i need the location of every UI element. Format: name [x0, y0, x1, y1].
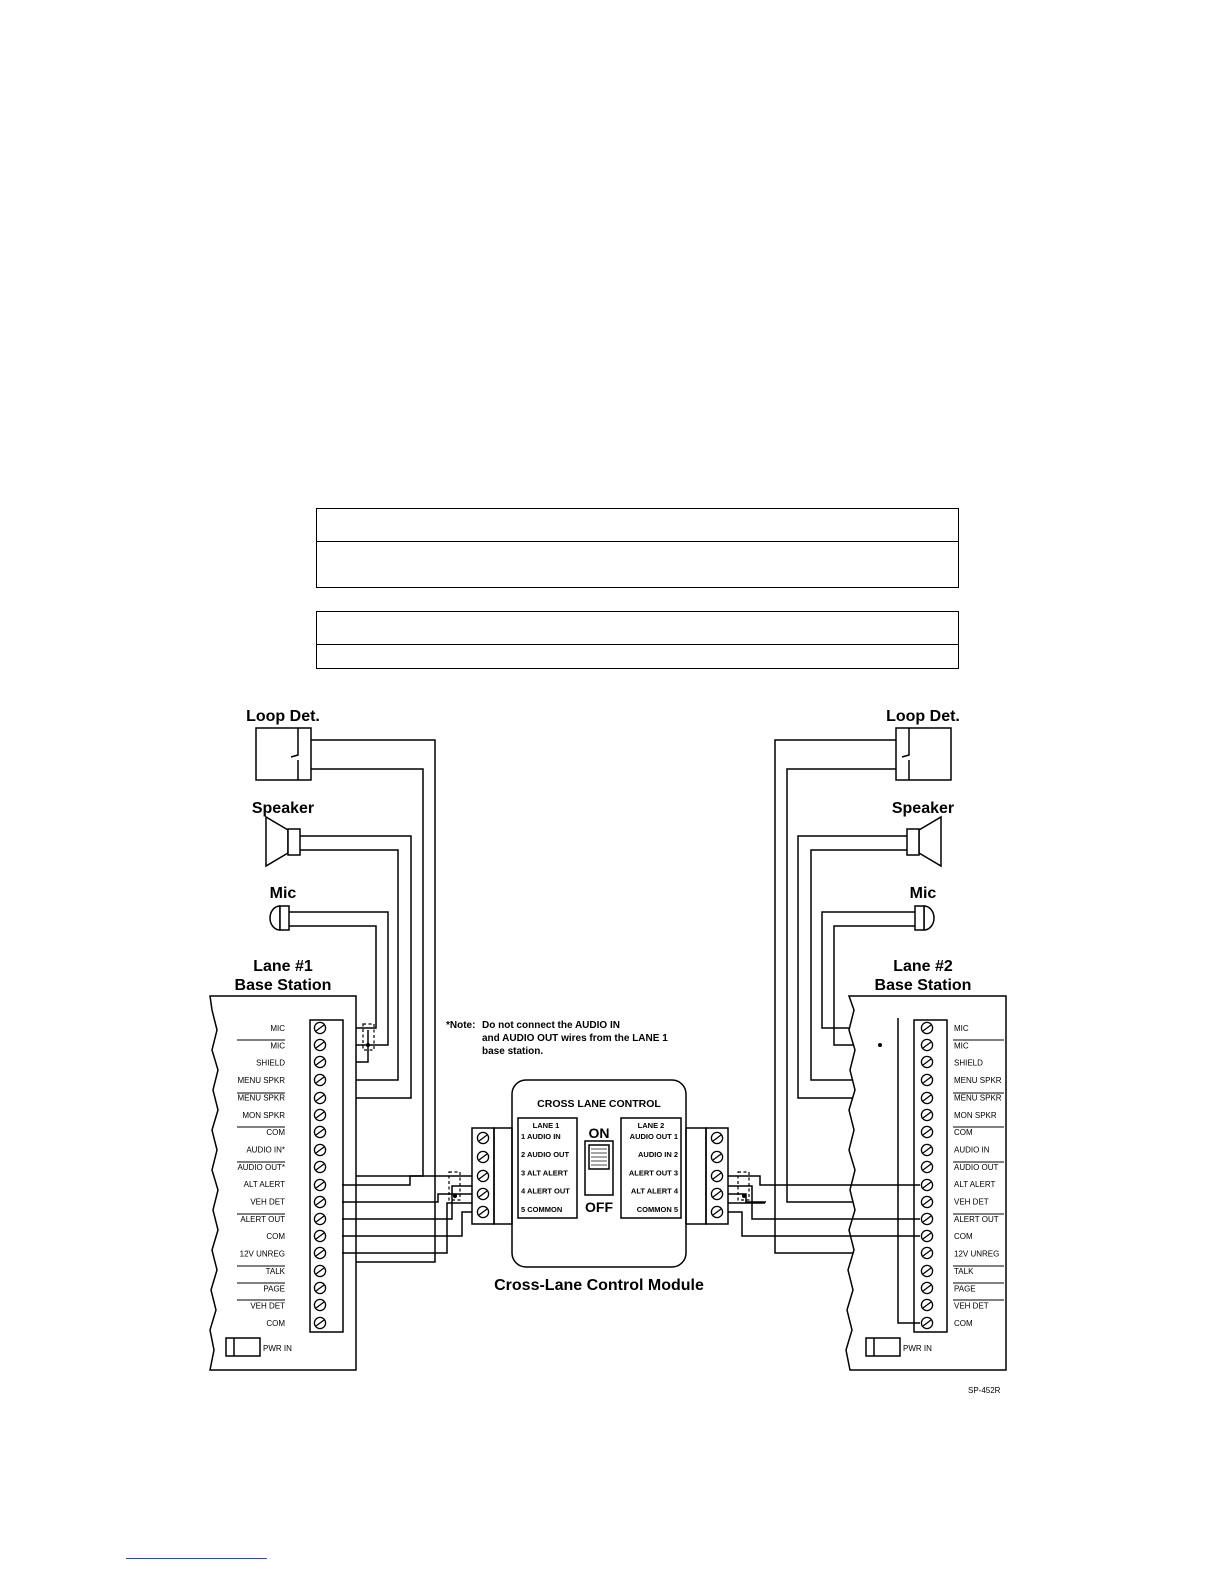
right-terminal-label-3: SHIELD	[954, 1059, 983, 1068]
left-terminal-label-17: VEH DET	[250, 1302, 285, 1311]
right-terminal-label-11: VEH DET	[954, 1198, 989, 1207]
switch-off-label: OFF	[585, 1199, 613, 1215]
speaker-right	[918, 815, 942, 868]
left-terminal-label-9: AUDIO OUT*	[237, 1163, 285, 1172]
right-terminal-label-13: COM	[954, 1232, 973, 1241]
speaker-label-right: Speaker	[892, 800, 954, 817]
header-box-1	[316, 508, 959, 588]
right-terminal-label-14: 12V UNREG	[954, 1250, 999, 1259]
loop-det-label-right: Loop Det.	[886, 708, 960, 725]
right-terminal-label-6: MON SPKR	[954, 1111, 997, 1120]
left-terminal-label-3: SHIELD	[256, 1059, 285, 1068]
mic-right	[923, 905, 935, 931]
loop-detector-left	[255, 727, 312, 781]
left-terminal-label-6: MON SPKR	[242, 1111, 285, 1120]
note-line-1: Do not connect the AUDIO IN	[482, 1020, 620, 1031]
speaker-left	[265, 815, 289, 868]
lane1-item-1: 1 AUDIO IN	[521, 1132, 561, 1141]
left-terminal-label-8: AUDIO IN*	[246, 1145, 285, 1154]
right-terminal-label-18: COM	[954, 1319, 973, 1328]
lane2-item-1: AUDIO OUT 1	[630, 1132, 678, 1141]
right-terminal-label-7: COM	[954, 1128, 973, 1137]
left-terminal-label-11: VEH DET	[250, 1198, 285, 1207]
note-line-2: and AUDIO OUT wires from the LANE 1	[482, 1033, 668, 1044]
left-terminal-label-13: COM	[266, 1232, 285, 1241]
lane1-item-5: 5 COMMON	[521, 1205, 562, 1214]
lane2-title: LANE 2	[638, 1121, 665, 1130]
right-terminal-label-15: TALK	[954, 1267, 974, 1276]
left-terminal-label-7: COM	[266, 1128, 285, 1137]
right-terminal-label-17: VEH DET	[954, 1302, 989, 1311]
loop-det-label-left: Loop Det.	[246, 708, 320, 725]
right-terminal-label-9: AUDIO OUT	[954, 1163, 999, 1172]
footer-link-rule	[126, 1558, 267, 1559]
station-title-left-2: Base Station	[235, 977, 332, 994]
left-terminal-label-1: MIC	[270, 1024, 285, 1033]
module-header: CROSS LANE CONTROL	[537, 1098, 661, 1110]
mic-label-left: Mic	[270, 885, 297, 902]
lane1-item-2: 2 AUDIO OUT	[521, 1150, 569, 1159]
left-terminal-label-15: TALK	[266, 1267, 286, 1276]
header-box-2	[316, 611, 959, 669]
loop-detector-right	[895, 727, 952, 781]
right-terminal-label-8: AUDIO IN	[954, 1145, 990, 1154]
right-terminal-label-2: MIC	[954, 1041, 969, 1050]
right-terminal-label-4: MENU SPKR	[954, 1076, 1002, 1085]
pwr-label-left: PWR IN	[263, 1344, 292, 1353]
station-title-right-1: Lane #2	[893, 958, 953, 975]
figure-code: SP-452R	[968, 1386, 1001, 1395]
pwr-jack-right	[865, 1337, 901, 1357]
station-title-left-1: Lane #1	[253, 958, 313, 975]
lane1-item-4: 4 ALERT OUT	[521, 1187, 570, 1196]
left-terminal-label-4: MENU SPKR	[237, 1076, 285, 1085]
lane2-item-3: ALERT OUT 3	[629, 1168, 678, 1177]
right-terminal-label-10: ALT ALERT	[954, 1180, 995, 1189]
lane2-item-4: ALT ALERT 4	[631, 1187, 679, 1196]
module-caption: Cross-Lane Control Module	[494, 1277, 704, 1294]
pwr-jack-left	[225, 1337, 261, 1357]
left-terminal-label-5: MENU SPKR	[237, 1093, 285, 1102]
right-terminal-label-12: ALERT OUT	[954, 1215, 999, 1224]
lane1-title: LANE 1	[533, 1121, 560, 1130]
right-terminal-label-5: MENU SPKR	[954, 1093, 1002, 1102]
lane1-item-3: 3 ALT ALERT	[521, 1168, 568, 1177]
module-switch	[584, 1140, 614, 1196]
speaker-label-left: Speaker	[252, 800, 314, 817]
left-terminal-label-10: ALT ALERT	[244, 1180, 285, 1189]
switch-on-label: ON	[589, 1125, 610, 1141]
lane2-item-5: COMMON 5	[637, 1205, 678, 1214]
right-terminal-label-16: PAGE	[954, 1284, 976, 1293]
left-terminal-label-14: 12V UNREG	[240, 1250, 285, 1259]
pwr-label-right: PWR IN	[903, 1344, 932, 1353]
note-prefix: *Note:	[446, 1020, 475, 1031]
station-title-right-2: Base Station	[875, 977, 972, 994]
right-terminal-label-1: MIC	[954, 1024, 969, 1033]
left-terminal-label-16: PAGE	[263, 1284, 285, 1293]
left-terminal-label-18: COM	[266, 1319, 285, 1328]
left-terminal-label-12: ALERT OUT	[240, 1215, 285, 1224]
note-line-3: base station.	[482, 1046, 543, 1057]
mic-left	[269, 905, 281, 931]
left-terminal-label-2: MIC	[270, 1041, 285, 1050]
mic-label-right: Mic	[910, 885, 937, 902]
lane2-item-2: AUDIO IN 2	[638, 1150, 678, 1159]
